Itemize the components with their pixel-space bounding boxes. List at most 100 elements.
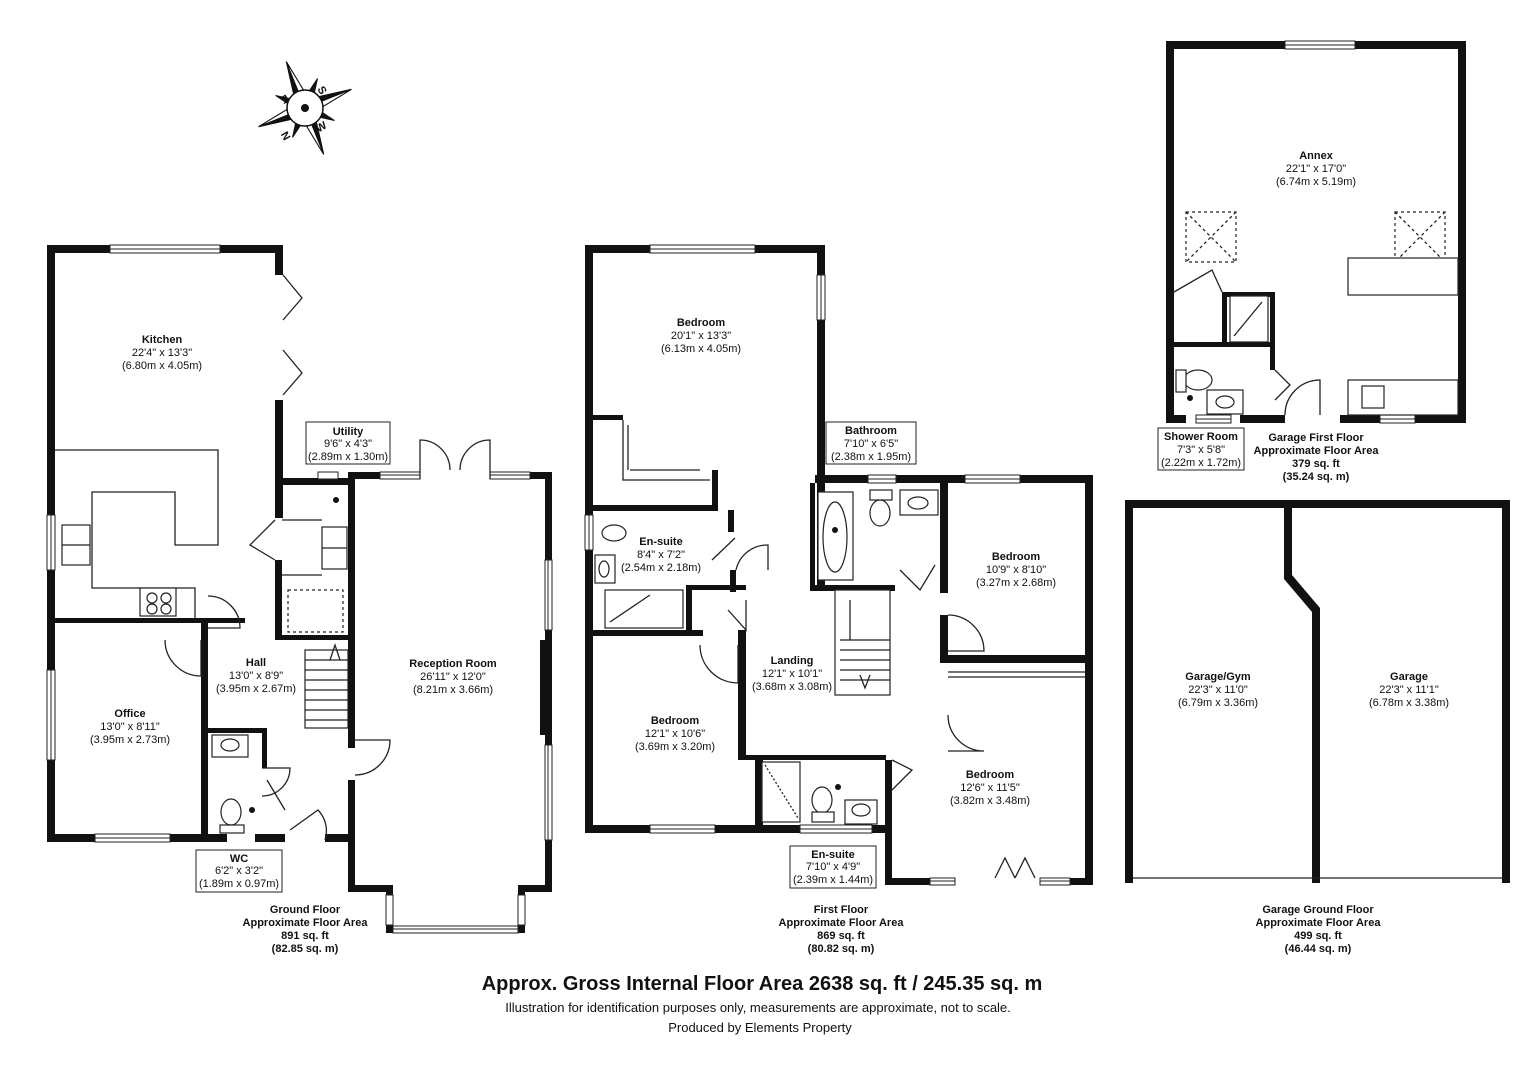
- room-metric: (6.78m x 3.38m): [1369, 697, 1449, 709]
- room-metric: (2.39m x 1.44m): [793, 874, 873, 886]
- gross-area-title: Approx. Gross Internal Floor Area 2638 s…: [482, 973, 1043, 995]
- label-bathroom: Bathroom 7'10" x 6'5" (2.38m x 1.95m): [825, 421, 917, 465]
- room-imperial: 13'0" x 8'9": [229, 670, 283, 682]
- room-name: Landing: [771, 655, 814, 667]
- floor-name: Garage Ground Floor: [1262, 904, 1374, 916]
- room-metric: (6.13m x 4.05m): [661, 343, 741, 355]
- ground-floor-windows: [46, 244, 553, 934]
- first-floor-doors: [622, 420, 1085, 879]
- room-metric: (2.22m x 1.72m): [1161, 457, 1241, 469]
- room-metric: (3.95m x 2.73m): [90, 734, 170, 746]
- room-imperial: 22'4" x 13'3": [132, 347, 192, 359]
- label-bedroom-main: Bedroom 20'1" x 13'3" (6.13m x 4.05m): [661, 317, 741, 355]
- room-name: Bedroom: [966, 769, 1015, 781]
- room-metric: (2.38m x 1.95m): [831, 451, 911, 463]
- room-name: Hall: [246, 657, 266, 669]
- room-name: Bedroom: [651, 715, 700, 727]
- room-metric: (3.69m x 3.20m): [635, 741, 715, 753]
- floor-area-sqft: 891 sq. ft: [281, 930, 329, 942]
- first-floor-windows: [584, 244, 1071, 886]
- room-imperial: 22'3" x 11'1": [1379, 684, 1439, 696]
- label-garage: Garage 22'3" x 11'1" (6.78m x 3.38m): [1369, 671, 1449, 709]
- room-imperial: 12'6" x 11'5": [960, 782, 1020, 794]
- room-metric: (6.80m x 4.05m): [122, 360, 202, 372]
- room-name: Garage/Gym: [1185, 671, 1251, 683]
- room-imperial: 12'1" x 10'6": [645, 728, 705, 740]
- room-name: WC: [230, 853, 248, 865]
- floor-name: Ground Floor: [270, 904, 341, 916]
- label-ensuite-main: En-suite 8'4" x 7'2" (2.54m x 2.18m): [621, 536, 701, 574]
- room-imperial: 13'0" x 8'11": [100, 721, 160, 733]
- floor-area-label: Approximate Floor Area: [243, 917, 369, 929]
- ground-floor-area: Ground Floor Approximate Floor Area 891 …: [243, 904, 369, 955]
- room-name: Bedroom: [677, 317, 726, 329]
- garage-first-floor-area: Garage First Floor Approximate Floor Are…: [1254, 432, 1380, 483]
- garage-ground-floor-area: Garage Ground Floor Approximate Floor Ar…: [1256, 904, 1382, 955]
- room-imperial: 8'4" x 7'2": [637, 549, 685, 561]
- disclaimer: Illustration for identification purposes…: [505, 1000, 1011, 1015]
- floor-area-sqft: 869 sq. ft: [817, 930, 865, 942]
- label-wc: WC 6'2" x 3'2" (1.89m x 0.97m): [195, 849, 283, 893]
- label-bedroom-3: Bedroom 12'1" x 10'6" (3.69m x 3.20m): [635, 715, 715, 753]
- floor-area-sqft: 499 sq. ft: [1294, 930, 1342, 942]
- room-name: En-suite: [639, 536, 682, 548]
- room-metric: (3.95m x 2.67m): [216, 683, 296, 695]
- garage-walls: [1125, 500, 1510, 883]
- room-metric: (8.21m x 3.66m): [413, 684, 493, 696]
- room-name: Utility: [333, 426, 364, 438]
- room-metric: (2.54m x 2.18m): [621, 562, 701, 574]
- room-name: Bedroom: [992, 551, 1041, 563]
- compass-rose: S W N E: [258, 61, 352, 155]
- floor-area-label: Approximate Floor Area: [779, 917, 905, 929]
- ground-floor-doors: [164, 274, 491, 841]
- room-metric: (6.74m x 5.19m): [1276, 176, 1356, 188]
- room-imperial: 22'1" x 17'0": [1286, 163, 1346, 175]
- label-landing: Landing 12'1" x 10'1" (3.68m x 3.08m): [752, 655, 832, 693]
- label-office: Office 13'0" x 8'11" (3.95m x 2.73m): [90, 708, 170, 746]
- label-shower-room: Shower Room 7'3" x 5'8" (2.22m x 1.72m): [1157, 427, 1245, 471]
- room-name: Bathroom: [845, 425, 897, 437]
- room-metric: (3.27m x 2.68m): [976, 577, 1056, 589]
- room-name: Office: [114, 708, 145, 720]
- floor-area-label: Approximate Floor Area: [1256, 917, 1382, 929]
- room-name: En-suite: [811, 849, 854, 861]
- room-imperial: 7'3" x 5'8": [1177, 444, 1225, 456]
- room-imperial: 7'10" x 6'5": [844, 438, 898, 450]
- label-garage-gym: Garage/Gym 22'3" x 11'0" (6.79m x 3.36m): [1178, 671, 1258, 709]
- label-reception-room: Reception Room 26'11" x 12'0" (8.21m x 3…: [409, 658, 497, 696]
- room-imperial: 6'2" x 3'2": [215, 865, 263, 877]
- ground-floor-walls: [47, 245, 552, 933]
- annex-fixtures: [1173, 211, 1459, 416]
- room-imperial: 22'3" x 11'0": [1188, 684, 1248, 696]
- label-kitchen: Kitchen 22'4" x 13'3" (6.80m x 4.05m): [122, 334, 202, 372]
- room-metric: (2.89m x 1.30m): [308, 451, 388, 463]
- annex-windows: [1195, 40, 1416, 424]
- first-floor-fixtures: [594, 489, 939, 825]
- floor-area-sqm: (35.24 sq. m): [1283, 471, 1350, 483]
- room-imperial: 26'11" x 12'0": [420, 671, 486, 683]
- room-name: Shower Room: [1164, 431, 1238, 443]
- floor-name: Garage First Floor: [1268, 432, 1364, 444]
- room-imperial: 20'1" x 13'3": [671, 330, 731, 342]
- floor-area-sqft: 379 sq. ft: [1292, 458, 1340, 470]
- room-metric: (3.68m x 3.08m): [752, 681, 832, 693]
- room-imperial: 12'1" x 10'1": [762, 668, 822, 680]
- label-annex: Annex 22'1" x 17'0" (6.74m x 5.19m): [1276, 150, 1356, 188]
- label-hall: Hall 13'0" x 8'9" (3.95m x 2.67m): [216, 657, 296, 695]
- floor-area-sqm: (46.44 sq. m): [1285, 943, 1352, 955]
- label-bedroom-4: Bedroom 12'6" x 11'5" (3.82m x 3.48m): [950, 769, 1030, 807]
- floor-area-sqm: (82.85 sq. m): [272, 943, 339, 955]
- footer: Approx. Gross Internal Floor Area 2638 s…: [482, 973, 1043, 1035]
- label-ensuite-2: En-suite 7'10" x 4'9" (2.39m x 1.44m): [789, 845, 877, 889]
- room-metric: (6.79m x 3.36m): [1178, 697, 1258, 709]
- floor-name: First Floor: [814, 904, 869, 916]
- first-floor-area: First Floor Approximate Floor Area 869 s…: [779, 904, 905, 955]
- room-name: Annex: [1299, 150, 1334, 162]
- room-name: Garage: [1390, 671, 1428, 683]
- room-imperial: 10'9" x 8'10": [986, 564, 1046, 576]
- room-imperial: 9'6" x 4'3": [324, 438, 372, 450]
- producer-credit: Produced by Elements Property: [668, 1020, 852, 1035]
- floor-area-sqm: (80.82 sq. m): [808, 943, 875, 955]
- floor-area-label: Approximate Floor Area: [1254, 445, 1380, 457]
